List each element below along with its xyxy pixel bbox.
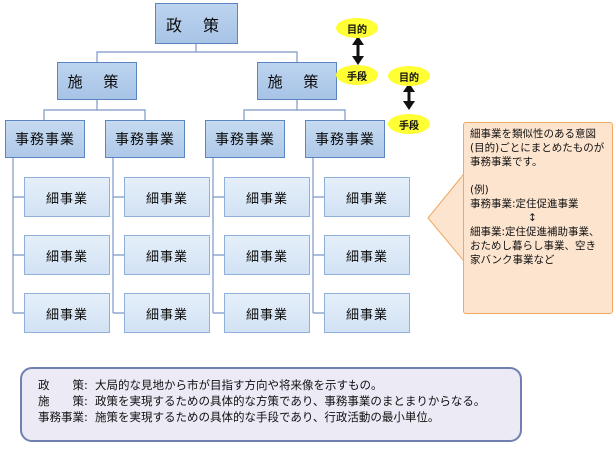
measure-box-right: 施 策 <box>257 62 337 100</box>
policy-box: 政 策 <box>155 3 238 44</box>
explanation-callout: 細事業を類似性のある意図(目的)ごとにまとめたものが事務事業です。 (例) 事務… <box>463 122 613 314</box>
office-project-box-1: 事務事業 <box>5 120 85 158</box>
office-project-box-3: 事務事業 <box>205 120 285 158</box>
sub-project-box: 細事業 <box>224 293 310 333</box>
purpose-marker: 目的 <box>336 18 378 38</box>
purpose-marker: 目的 <box>388 66 430 86</box>
sub-project-box: 細事業 <box>324 235 410 275</box>
note-intro: 細事業を類似性のある意図(目的)ごとにまとめたものが事務事業です。 <box>470 128 605 168</box>
note-example-line2: 細事業:定住促進補助事業、おためし暮らし事業、空き家バンク事業など <box>470 226 600 266</box>
definitions-box: 政 策: 大局的な見地から市が目指す方向や将来像を示すもの。 施 策: 政策を実… <box>20 367 522 442</box>
measure-box-left: 施 策 <box>57 62 137 100</box>
definition-term: 施 策: <box>38 394 88 408</box>
note-example-line1: 事務事業:定住促進事業 <box>470 198 579 210</box>
means-marker: 手段 <box>336 65 378 85</box>
sub-project-box: 細事業 <box>24 235 110 275</box>
definition-row: 政 策: 大局的な見地から市が目指す方向や将来像を示すもの。 <box>38 377 520 393</box>
office-project-box-2: 事務事業 <box>105 120 185 158</box>
definition-text: 政策を実現するための具体的な方策であり、事務事業のまとまりからなる。 <box>95 394 486 408</box>
sub-project-box: 細事業 <box>324 293 410 333</box>
sub-project-box: 細事業 <box>224 177 310 217</box>
definition-text: 施策を実現するための具体的な手段であり、行政活動の最小単位。 <box>95 410 440 424</box>
definition-term: 政 策: <box>38 378 88 392</box>
note-example-head: (例) <box>470 184 489 196</box>
sub-project-box: 細事業 <box>124 293 210 333</box>
definition-text: 大局的な見地から市が目指す方向や将来像を示すもの。 <box>95 378 383 392</box>
definition-row: 施 策: 政策を実現するための具体的な方策であり、事務事業のまとまりからなる。 <box>38 393 520 409</box>
means-marker: 手段 <box>388 114 430 134</box>
sub-project-box: 細事業 <box>324 177 410 217</box>
sub-project-box: 細事業 <box>24 293 110 333</box>
note-arrow: ↕ <box>528 212 537 224</box>
sub-project-box: 細事業 <box>224 235 310 275</box>
sub-project-box: 細事業 <box>24 177 110 217</box>
sub-project-box: 細事業 <box>124 177 210 217</box>
sub-project-box: 細事業 <box>124 235 210 275</box>
definition-term: 事務事業: <box>38 410 88 424</box>
definition-row: 事務事業: 施策を実現するための具体的な手段であり、行政活動の最小単位。 <box>38 409 520 425</box>
office-project-box-4: 事務事業 <box>305 120 385 158</box>
